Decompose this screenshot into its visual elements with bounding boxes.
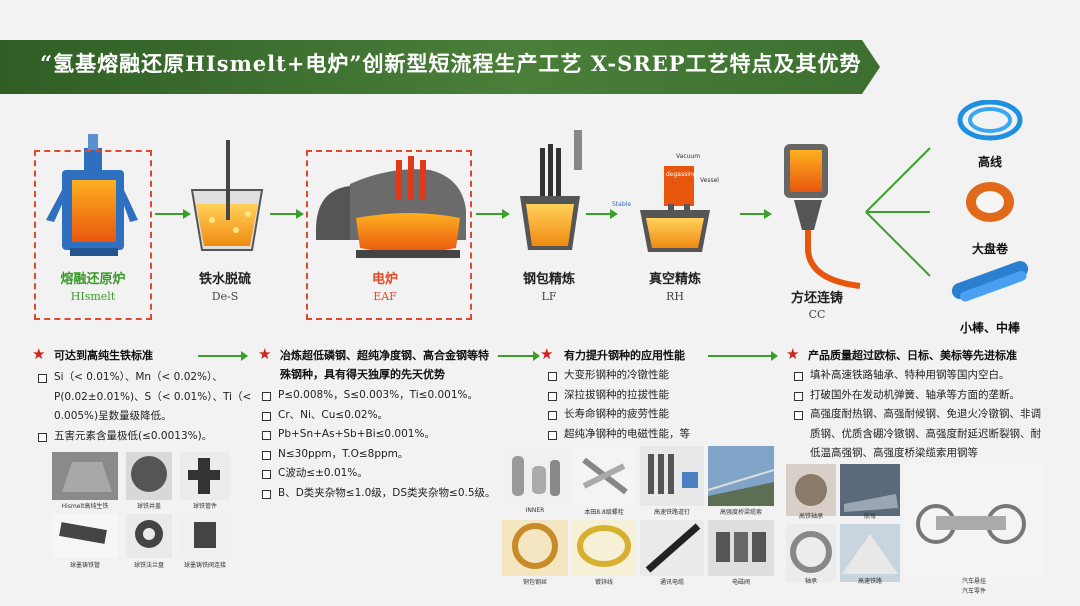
hismelt-furnace-illustration: [46, 134, 138, 256]
feature-2-item-6: B、D类夹杂物≤1.0级，DS类夹杂物≤0.5级。: [260, 484, 500, 504]
feature-4-caption-6: 汽车零件: [961, 588, 986, 595]
feature-2-item-2: Cr、Ni、Cu≤0.02%。: [260, 406, 500, 426]
star-icon: ★: [258, 345, 272, 363]
process-label-des: 铁水脱硫: [198, 272, 251, 287]
product-label-large-coil: 大盘卷: [971, 242, 1008, 256]
wire-rod-coil-illustration: [957, 100, 1023, 141]
flow-arrow-3: [476, 213, 502, 215]
feature-1-caption-5: 球铁法兰盘: [133, 562, 164, 569]
continuous-caster-illustration: [784, 144, 861, 289]
process-abbr-des: De-S: [211, 290, 239, 303]
feature-4-item-1: 填补高速铁路轴承、特种用钢等国内空白。: [792, 366, 1042, 386]
feature-3-caption-5: 铜包钢丝: [522, 579, 547, 586]
star-icon: ★: [540, 345, 554, 363]
feature-list-2: P≤0.008%，S≤0.003%，Ti≤0.001%。 Cr、Ni、Cu≤0.…: [260, 386, 500, 503]
feature-4-item-3: 高强度耐热钢、高强耐候钢、免退火冷镦钢、非调质钢、优质含硼冷镦钢、高强度耐延迟断…: [792, 405, 1042, 464]
process-abbr-cc: CC: [808, 308, 826, 321]
feature-4-caption-2: 航母: [863, 513, 876, 520]
lf-ladle-illustration: [520, 130, 582, 250]
highlight-box-eaf: [306, 150, 472, 320]
process-abbr-hismelt: HIsmelt: [70, 290, 116, 303]
feature-3-caption-7: 通讯电缆: [659, 579, 684, 586]
feature-heading-1: 可达到高纯生铁标准: [54, 349, 153, 362]
feature-3-item-1: 大变形钢种的冷镦性能: [546, 366, 776, 386]
rh-vacuum-illustration: Vacuum degassing Vessel Stable: [612, 153, 719, 252]
feature-1-photo-grid: [52, 452, 230, 558]
feature-3-caption-6: 镀锌线: [594, 579, 613, 586]
feature-2-item-3: Pb+Sn+As+Sb+Bi≤0.001%。: [260, 425, 500, 445]
star-icon: ★: [786, 345, 800, 363]
feature-3-caption-4: 高强度桥梁缆索: [719, 509, 762, 516]
rh-label-degassing: degassing: [666, 171, 697, 178]
feature-4-caption-1: 高铁轴承: [798, 513, 823, 520]
feature-4-caption-5: 高速铁路: [857, 578, 882, 585]
process-label-cc: 方坯连铸: [790, 291, 843, 306]
feature-3-photo-grid: [502, 446, 774, 576]
feature-3-caption-1: INNER: [525, 507, 545, 514]
feature-1-item-2: 五害元素含量极低(≤0.0013%)。: [36, 427, 256, 447]
feature-3-caption-8: 电磁阀: [731, 579, 750, 586]
feature-1-item-1: Si（< 0.01%）、Mn（< 0.02%）、P(0.02±0.01%)、S（…: [36, 368, 256, 427]
feature-3-item-3: 长寿命钢种的疲劳性能: [546, 405, 776, 425]
feature-2-item-1: P≤0.008%，S≤0.003%，Ti≤0.001%。: [260, 386, 500, 406]
feature-heading-2: 冶炼超低磷钢、超纯净度钢、高合金钢等特殊钢种，具有得天独厚的先天优势: [280, 349, 489, 381]
feature-list-3: 大变形钢种的冷镦性能 深拉拔钢种的拉拔性能 长寿命钢种的疲劳性能 超纯净钢种的电…: [546, 366, 776, 444]
large-coil-illustration: [966, 182, 1014, 222]
rh-label-vessel: Vessel: [700, 177, 719, 184]
feature-1-caption-6: 球墨铸铁阀连接: [183, 562, 226, 569]
feature-4-item-2: 打破国外在发动机弹簧、轴承等方面的垄断。: [792, 386, 1042, 406]
process-abbr-lf: LF: [541, 290, 557, 303]
process-flow-diagram: Vacuum degassing Vessel Stable: [46, 100, 1029, 302]
feature-3-caption-3: 高速铁路道钉: [653, 509, 690, 516]
process-abbr-eaf: EAF: [373, 290, 397, 303]
feature-4-caption-3: 汽车悬挂: [961, 578, 986, 585]
process-label-rh: 真空精炼: [648, 272, 701, 287]
page-title: “氢基熔融还原HIsmelt+电炉”创新型短流程生产工艺 X-SREP工艺特点及…: [40, 51, 862, 76]
title-banner: [0, 40, 862, 94]
product-branch-lines: [865, 147, 931, 277]
flow-arrow-4: [586, 213, 610, 215]
feature-2-item-4: N≤30ppm，T.O≤8ppm。: [260, 445, 500, 465]
feature-4-caption-4: 轴承: [804, 578, 817, 585]
product-label-wire-rod: 高线: [977, 155, 1002, 169]
feature-heading-4: 产品质量超过欧标、日标、美标等先进标准: [808, 349, 1017, 362]
process-label-lf: 钢包精炼: [522, 272, 575, 287]
product-label-bars: 小棒、中棒: [959, 321, 1020, 335]
process-label-eaf: 电炉: [371, 272, 398, 287]
process-label-hismelt: 熔融还原炉: [60, 272, 126, 287]
feature-3-caption-2: 本田8.8级螺栓: [584, 509, 624, 516]
feature-1-caption-4: 球墨铸铁管: [69, 562, 100, 569]
flow-arrow-5: [740, 213, 764, 215]
banner-arrow-tip: [862, 40, 880, 94]
feature-heading-3: 有力提升钢种的应用性能: [564, 349, 685, 362]
desulfurization-ladle-illustration: [190, 140, 264, 251]
feature-1-caption-2: 球铁井盖: [136, 503, 161, 510]
rh-label-vacuum: Vacuum: [676, 153, 700, 160]
feature-3-item-2: 深拉拔钢种的拉拔性能: [546, 386, 776, 406]
feature-list-4: 填补高速铁路轴承、特种用钢等国内空白。 打破国外在发动机弹簧、轴承等方面的垄断。…: [792, 366, 1042, 464]
feature-3-item-4: 超纯净钢种的电磁性能，等: [546, 425, 776, 445]
section-arrow-2: [498, 351, 540, 361]
bar-bundle-illustration: [951, 261, 1029, 302]
feature-2-item-5: C波动≤±0.01%。: [260, 464, 500, 484]
feature-4-photo-grid: [786, 464, 1044, 582]
section-arrow-1: [198, 351, 248, 361]
eaf-illustration: [316, 156, 466, 258]
flow-arrow-2: [270, 213, 296, 215]
rh-label-stable: Stable: [612, 201, 631, 208]
highlight-box-hismelt: [34, 150, 152, 320]
feature-1-caption-3: 球铁管件: [192, 503, 217, 510]
feature-1-caption-1: Hismelt高纯生铁: [61, 503, 109, 510]
flow-arrow-1: [155, 213, 183, 215]
process-abbr-rh: RH: [666, 290, 684, 303]
feature-list-1: Si（< 0.01%）、Mn（< 0.02%）、P(0.02±0.01%)、S（…: [36, 368, 256, 446]
section-arrow-3: [708, 351, 778, 361]
star-icon: ★: [32, 345, 46, 363]
